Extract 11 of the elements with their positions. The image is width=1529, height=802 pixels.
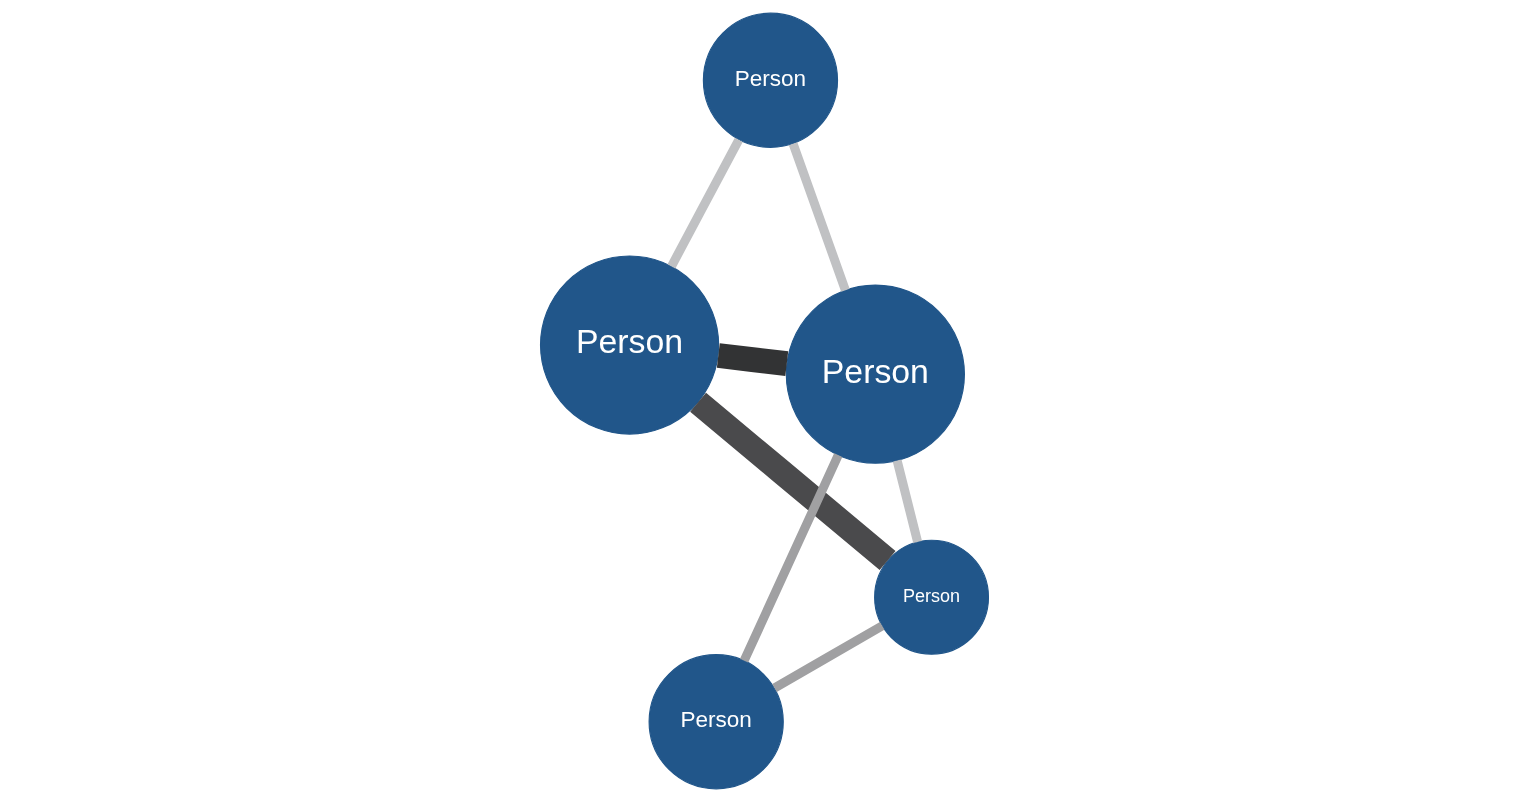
node-circle: Person — [785, 284, 965, 464]
node-circle: Person — [702, 12, 839, 148]
connector — [690, 392, 896, 571]
connector — [788, 142, 850, 292]
node-circle: Person — [874, 539, 990, 655]
connector — [716, 343, 789, 376]
node-circle: Person — [539, 255, 720, 435]
connector — [772, 621, 885, 692]
node-circle: Person — [648, 654, 784, 790]
connector — [667, 137, 743, 269]
connector — [892, 459, 922, 543]
